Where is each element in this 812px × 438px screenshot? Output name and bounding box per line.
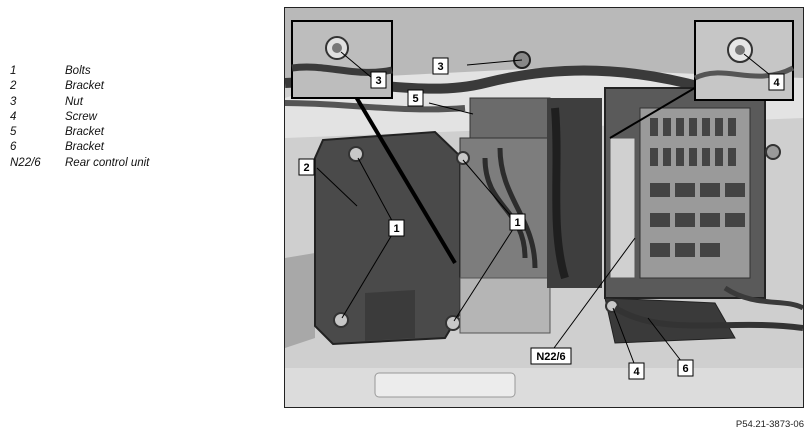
callout-2: 2 (298, 158, 315, 176)
legend-key: 1 (10, 65, 17, 77)
legend-item: 2 Bracket (10, 79, 260, 94)
cable-harness (482, 157, 528, 259)
legend-label: Bracket (65, 80, 104, 93)
callout-n22-6: N22/6 (530, 347, 572, 365)
inset-pointer-line (338, 68, 457, 265)
cable-harness (613, 305, 803, 331)
legend-key: 5 (10, 126, 17, 139)
mount-stud (765, 144, 781, 160)
svg-text:4: 4 (633, 366, 640, 378)
legend-label: Rear control unit (65, 156, 150, 169)
legend-item: 1 Bolts (10, 64, 260, 79)
legend-item: 3 Nut (10, 95, 260, 110)
callout-5: 5 (407, 89, 424, 107)
svg-text:4: 4 (773, 77, 780, 89)
legend-key: 4 (10, 110, 17, 123)
callout-6: 6 (677, 359, 694, 377)
legend-label: Bracket (65, 141, 104, 154)
side-panel (285, 253, 315, 348)
cable-harness (285, 100, 466, 113)
nut-bore (332, 43, 342, 53)
callout-1a: 1 (388, 219, 405, 237)
svg-text:1: 1 (393, 223, 399, 235)
svg-text:3: 3 (375, 75, 381, 87)
bolt-head (456, 151, 470, 165)
upper-bracket (469, 97, 551, 139)
svg-text:2: 2 (303, 162, 309, 174)
legend-label: Bolts (65, 65, 91, 77)
callout-3a: 3 (370, 71, 387, 89)
svg-text:3: 3 (437, 61, 443, 73)
cover-tab (374, 372, 516, 398)
leader-lines (316, 51, 771, 372)
callout-4b: 4 (628, 362, 645, 380)
legend-item: N22/6 Rear control unit (10, 156, 260, 171)
bracket-plate (314, 130, 461, 346)
legend-key: 3 (10, 95, 17, 108)
bolt-head (348, 146, 364, 162)
floor-strip (285, 368, 803, 407)
bracket-rib (365, 290, 415, 341)
figure-code: P54.21-3873-06 (735, 419, 804, 430)
cable-harness (551, 107, 569, 280)
legend-key: 6 (10, 141, 17, 154)
legend-key: 2 (10, 80, 17, 93)
lower-bracket (604, 297, 736, 344)
svg-text:N22/6: N22/6 (536, 351, 565, 363)
bolt-head (445, 315, 461, 331)
connector-block (459, 277, 551, 334)
legend-label: Nut (65, 95, 83, 108)
cable-harness (497, 147, 538, 269)
bolt-head (333, 312, 349, 328)
cable-harness (693, 65, 795, 81)
photo-illustration: 3 3 4 5 2 1 1 N22/6 (285, 8, 803, 407)
callout-4a: 4 (768, 73, 785, 91)
cable-harness (723, 285, 803, 311)
callout-1b: 1 (509, 213, 526, 231)
legend-label: Screw (65, 110, 97, 123)
legend-item: 4 Screw (10, 110, 260, 125)
legend-list: 1 Bolts 2 Bracket 3 Nut 4 Screw 5 Bracke… (10, 64, 260, 171)
callout-3b: 3 (432, 57, 449, 75)
component-photo: 3 3 4 5 2 1 1 N22/6 (284, 7, 804, 408)
svg-text:5: 5 (412, 93, 418, 105)
legend-label: Bracket (65, 126, 104, 139)
connector-strip (609, 137, 636, 279)
screw-bore (735, 45, 745, 55)
svg-text:1: 1 (514, 217, 520, 229)
legend-key: N22/6 (10, 156, 41, 169)
fuse-array (650, 118, 745, 257)
legend-item: 6 Bracket (10, 140, 260, 155)
legend-item: 5 Bracket (10, 125, 260, 140)
svg-text:6: 6 (682, 363, 688, 375)
